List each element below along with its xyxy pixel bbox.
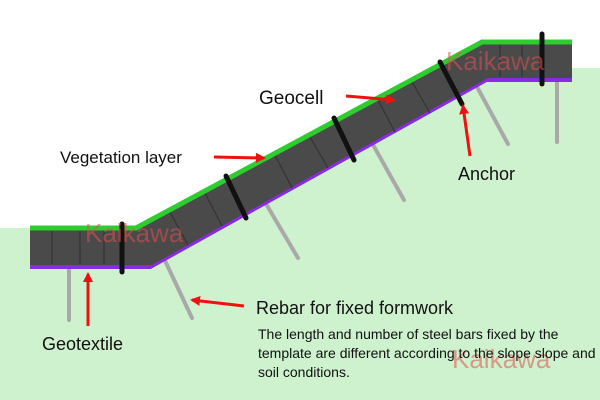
anchors xyxy=(119,31,545,275)
anchor-pin xyxy=(331,115,357,163)
ground-soil xyxy=(0,68,600,400)
anchor-label: Anchor xyxy=(458,164,515,184)
geocell-body xyxy=(30,44,572,265)
geocell-arrow xyxy=(345,94,396,105)
geocell-cells xyxy=(51,45,523,264)
explanatory-note: The length and number of steel bars fixe… xyxy=(258,326,596,380)
rebar-label: Rebar for fixed formwork xyxy=(256,298,454,318)
rebar-arrow xyxy=(190,295,245,308)
anchor-arrow xyxy=(459,104,472,157)
geocell-label: Geocell xyxy=(259,88,323,109)
watermark: Kaikawa xyxy=(85,218,184,248)
callout-arrows xyxy=(83,94,472,326)
vegetation-layer xyxy=(30,39,572,231)
watermark: Kaikawa xyxy=(452,344,551,374)
anchor-pin xyxy=(223,173,249,221)
watermark: Kaikawa xyxy=(446,46,545,76)
rebar xyxy=(158,248,194,320)
geotextile-label: Geotextile xyxy=(42,334,123,354)
vegetation-label: Vegetation layer xyxy=(60,148,182,167)
vegetation-arrow xyxy=(213,152,266,163)
anchor-pin xyxy=(437,59,465,107)
